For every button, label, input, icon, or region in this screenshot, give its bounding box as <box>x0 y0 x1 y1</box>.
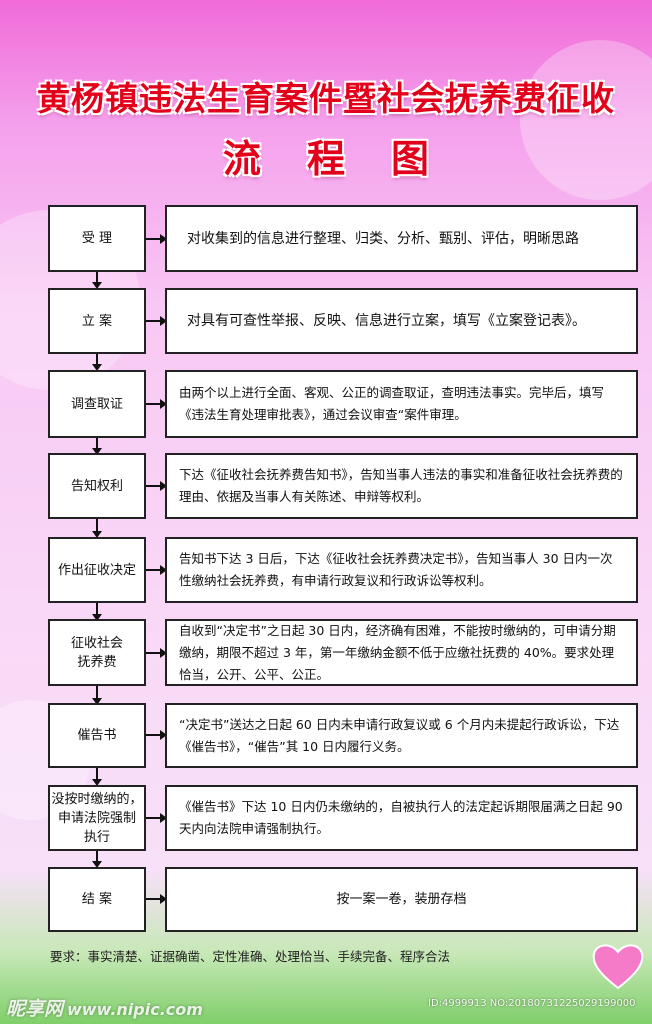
down-arrow-icon <box>92 686 102 705</box>
step-desc-investigate: 由两个以上进行全面、客观、公正的调查取证，查明违法事实。完毕后，填写《违法生育处… <box>165 370 638 438</box>
down-arrow-icon <box>92 519 102 538</box>
watermark-logo-text: 昵享网 <box>6 998 64 1020</box>
poster-title: 黄杨镇违法生育案件暨社会抚养费征收 <box>37 79 615 118</box>
watermark-id: ID:4999913 NO:20180731225029199000 <box>428 998 636 1009</box>
heart-icon <box>592 944 644 990</box>
down-arrow-icon <box>92 768 102 786</box>
step-box-file-case: 立 案 <box>48 288 146 354</box>
step-desc-notify-rights: 下达《征收社会抚养费告知书》，告知当事人违法的事实和准备征收社会抚养费的理由、依… <box>165 453 638 519</box>
step-box-accept: 受 理 <box>48 205 146 272</box>
step-box-investigate: 调查取证 <box>48 370 146 438</box>
down-arrow-icon <box>92 438 102 455</box>
step-desc-file-case: 对具有可查性举报、反映、信息进行立案，填写《立案登记表》。 <box>165 288 638 354</box>
step-box-decision: 作出征收决定 <box>48 537 146 603</box>
watermark-url: www.nipic.com <box>67 1000 203 1019</box>
right-arrow-icon <box>146 316 167 326</box>
decorative-bubble <box>520 40 652 200</box>
step-box-close-case: 结 案 <box>48 867 146 932</box>
right-arrow-icon <box>146 894 167 904</box>
step-box-notify-rights: 告知权利 <box>48 453 146 519</box>
requirements-text: 要求：事实清楚、证据确凿、定性准确、处理恰当、手续完备、程序合法 <box>50 949 451 964</box>
poster-subtitle: 流程图 <box>222 137 475 181</box>
step-box-collect-fee: 征收社会 抚养费 <box>48 619 146 686</box>
right-arrow-icon <box>146 730 167 740</box>
step-desc-court-enforce: 《催告书》下达 10 日内仍未缴纳的，自被执行人的法定起诉期限届满之日起 90 … <box>165 785 638 851</box>
step-box-reminder: 催告书 <box>48 703 146 768</box>
down-arrow-icon <box>92 851 102 868</box>
down-arrow-icon <box>92 272 102 289</box>
step-desc-decision: 告知书下达 3 日后，下达《征收社会抚养费决定书》，告知当事人 30 日内一次性… <box>165 537 638 603</box>
step-desc-collect-fee: 自收到“决定书”之日起 30 日内，经济确有困难，不能按时缴纳的，可申请分期缴纳… <box>165 619 638 686</box>
right-arrow-icon <box>146 648 167 658</box>
down-arrow-icon <box>92 603 102 621</box>
step-desc-reminder: “决定书”送达之日起 60 日内未申请行政复议或 6 个月内未提起行政诉讼，下达… <box>165 703 638 768</box>
right-arrow-icon <box>146 813 167 823</box>
right-arrow-icon <box>146 481 167 491</box>
down-arrow-icon <box>92 354 102 371</box>
step-desc-accept: 对收集到的信息进行整理、归类、分析、甄别、评估，明晰思路 <box>165 205 638 272</box>
step-desc-close-case: 按一案一卷，装册存档 <box>165 867 638 932</box>
right-arrow-icon <box>146 399 167 409</box>
right-arrow-icon <box>146 234 167 244</box>
step-box-court-enforce: 没按时缴纳的， 申请法院强制 执行 <box>48 785 146 851</box>
right-arrow-icon <box>146 565 167 575</box>
